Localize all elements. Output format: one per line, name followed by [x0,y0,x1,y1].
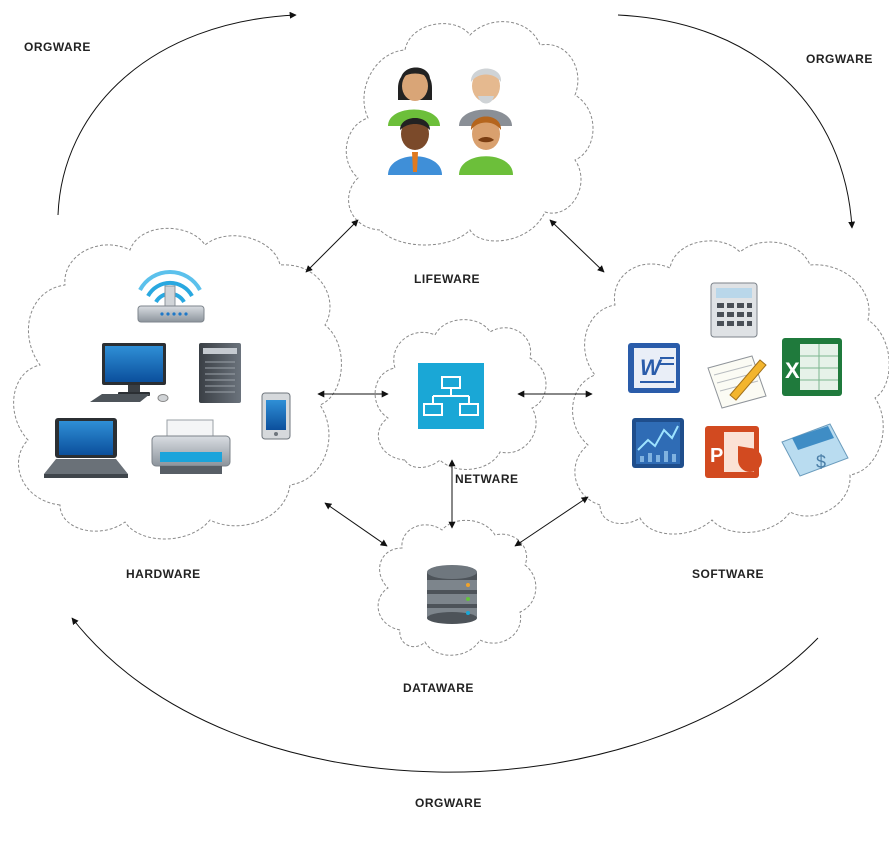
smartphone-icon [261,392,291,440]
orgware-label-top-right: ORGWARE [806,52,873,66]
lifeware-label: LIFEWARE [414,272,480,286]
powerpoint-icon: P [705,426,762,478]
laptop-icon [44,418,128,478]
lifeware-cloud [345,21,594,246]
network-diagram-icon [418,363,484,429]
stock-chart-icon [632,418,684,468]
orgware-arc-top-left [57,11,297,216]
software-dataware-connector [514,496,589,547]
wifi-router-icon [137,270,205,323]
desktop-monitor-icon [90,343,169,402]
lifeware-hardware-connector [305,219,359,273]
svg-text:P: P [710,445,723,467]
excel-spreadsheet-icon: X [782,338,842,396]
svg-text:W: W [640,355,663,380]
calculator-icon [710,282,758,338]
software-label: SOFTWARE [692,567,764,581]
hardware-label: HARDWARE [126,567,201,581]
notepad-pencil-icon [707,355,767,409]
svg-text:$: $ [816,452,826,472]
database-icon [427,565,477,624]
hardware-dataware-connector [324,502,388,547]
orgware-label-top-left: ORGWARE [24,40,91,54]
people-icon [388,67,513,175]
svg-text:X: X [785,358,800,383]
printer-icon [151,419,231,474]
orgware-arc-bottom [71,617,819,773]
finance-card-icon: $ [781,423,849,477]
word-document-icon: W [628,343,680,393]
dataware-label: DATAWARE [403,681,474,695]
orgware-label-bottom: ORGWARE [415,796,482,810]
lifeware-software-connector [549,219,605,273]
server-tower-icon [199,343,241,403]
hardware-cloud [13,227,342,540]
orgware-arc-top-right [617,14,856,229]
netware-label: NETWARE [455,472,519,486]
